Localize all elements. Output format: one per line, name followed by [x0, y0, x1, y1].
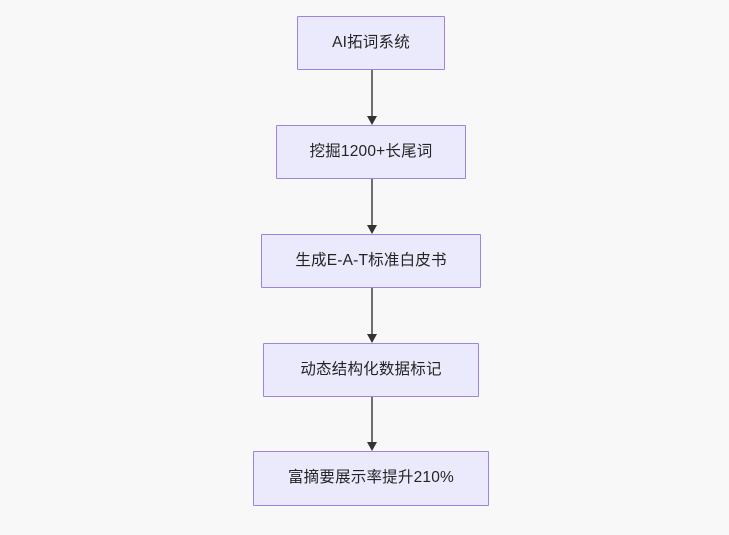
flow-node-rich-snippet-result[interactable]: 富摘要展示率提升210% — [253, 451, 489, 506]
flow-node-label: 富摘要展示率提升210% — [287, 469, 455, 487]
flow-node-longtail-keywords[interactable]: 挖掘1200+长尾词 — [276, 125, 466, 179]
connector-line — [371, 70, 373, 116]
flow-node-label: 生成E-A-T标准白皮书 — [295, 251, 447, 269]
connector-n1-n2 — [366, 70, 378, 125]
flow-node-ai-keyword-system[interactable]: AI拓词系统 — [297, 16, 445, 70]
flow-node-label: AI拓词系统 — [332, 33, 410, 51]
flow-node-label: 动态结构化数据标记 — [300, 360, 442, 378]
connector-n2-n3 — [366, 179, 378, 234]
connector-line — [371, 179, 373, 225]
flow-node-eat-whitepaper[interactable]: 生成E-A-T标准白皮书 — [261, 234, 481, 288]
connector-n4-n5 — [366, 397, 378, 451]
connector-n3-n4 — [366, 288, 378, 343]
connector-line — [371, 288, 373, 334]
arrowhead-icon — [366, 442, 377, 451]
flow-node-label: 挖掘1200+长尾词 — [309, 142, 433, 160]
arrowhead-icon — [366, 116, 377, 125]
arrowhead-icon — [366, 225, 377, 234]
flow-node-structured-data-markup[interactable]: 动态结构化数据标记 — [263, 343, 479, 397]
connector-line — [371, 397, 373, 442]
arrowhead-icon — [366, 334, 377, 343]
